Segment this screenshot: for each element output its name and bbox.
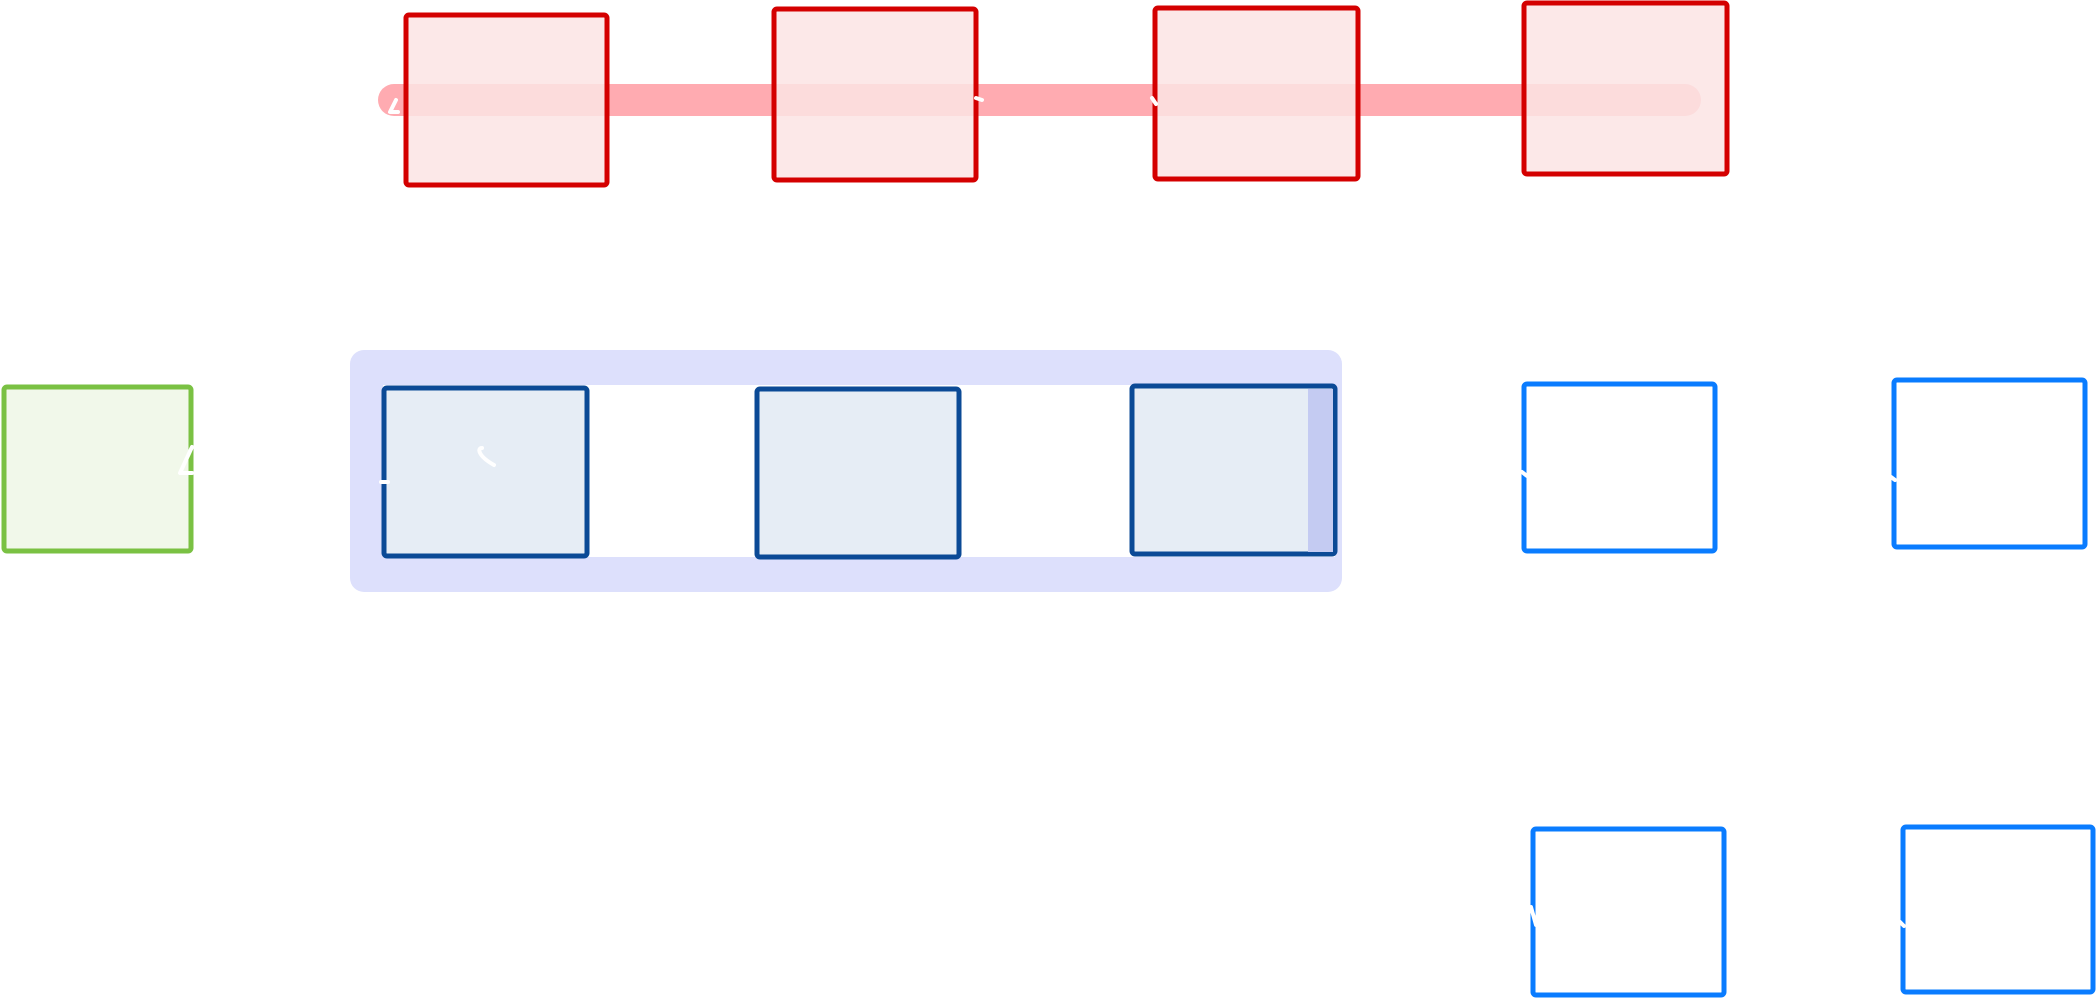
blue-box-2[interactable] [1891, 377, 2088, 550]
red-box-4[interactable] [1521, 0, 1730, 177]
red-box-3[interactable] [1152, 5, 1361, 182]
white-mark-blue-4 [1898, 920, 1906, 928]
white-mark-blue-2 [1889, 475, 1897, 482]
white-mark-navy-inner [477, 446, 496, 467]
red-box-2[interactable] [771, 6, 979, 183]
navy-box-3-edge-highlight [1308, 389, 1333, 552]
top-row-connector-bar [378, 84, 1701, 116]
green-box[interactable] [1, 384, 194, 554]
navy-box-3[interactable] [1129, 383, 1338, 557]
white-mark-blue-1 [1520, 470, 1529, 478]
navy-box-1[interactable] [381, 385, 590, 559]
white-mark-top-mid [974, 96, 984, 102]
navy-box-2[interactable] [754, 386, 962, 560]
white-mark-top-left [388, 98, 400, 114]
white-marks [178, 96, 1906, 928]
white-mark-top-right [1150, 96, 1158, 106]
blue-box-4[interactable] [1900, 824, 2096, 995]
red-box-1[interactable] [403, 12, 610, 188]
white-mark-blue-3 [1529, 905, 1542, 927]
white-mark-green-right [178, 445, 194, 475]
blue-box-1[interactable] [1521, 381, 1718, 554]
